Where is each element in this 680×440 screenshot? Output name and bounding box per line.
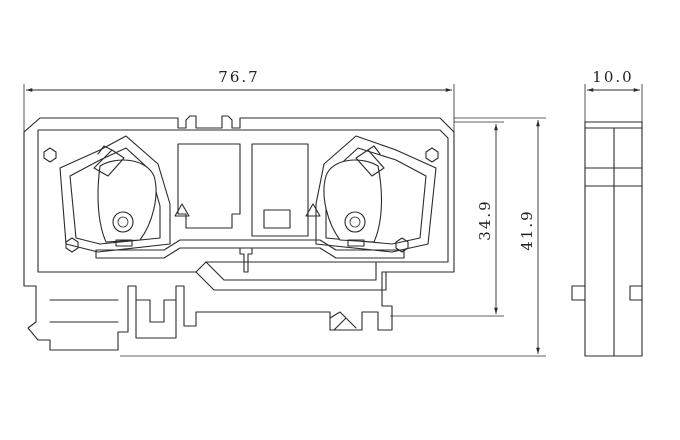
dimension-side-width: 10.0 (584, 68, 643, 122)
right-clamp-lever-tab (367, 145, 381, 155)
left-foot-detail (49, 299, 119, 323)
right-clamp-spring (323, 159, 382, 243)
hex-mark-top-left (43, 147, 57, 163)
side-view (571, 121, 643, 357)
center-test-point (239, 247, 253, 273)
dimension-total-height-label: 41.9 (518, 209, 536, 250)
busbar (95, 239, 405, 259)
hex-mark-bottom-right (395, 237, 409, 253)
hex-mark-top-right (425, 147, 439, 163)
hex-mark-bottom-left (65, 237, 79, 253)
side-left-latch (571, 285, 586, 301)
inner-frame (37, 129, 449, 273)
center-block (177, 143, 241, 229)
center-slot (251, 143, 309, 237)
left-clamp-cavity-inner (69, 147, 161, 245)
lower-groove-inner (205, 261, 377, 281)
center-window (263, 209, 291, 229)
lower-groove (195, 271, 387, 291)
left-clamp-lever-tab (97, 145, 113, 155)
right-triangle-mark (305, 203, 321, 217)
left-clamp-cavity (59, 135, 171, 253)
right-clamp-cavity (315, 135, 437, 253)
dimension-side-width-label: 10.0 (592, 68, 633, 86)
right-contact (347, 239, 365, 247)
left-screw-hole (112, 211, 134, 233)
dimension-width: 76.7 (23, 68, 455, 132)
dimension-inner-height: 34.9 (390, 121, 504, 317)
side-right-latch (629, 285, 643, 301)
right-screw-hole-inner (349, 216, 361, 228)
side-outline (584, 121, 643, 357)
left-clamp-lever (93, 149, 125, 177)
right-screw-hole (344, 211, 366, 233)
housing-outline (23, 115, 455, 351)
dimension-width-label: 76.7 (218, 68, 259, 86)
dimension-inner-height-label: 34.9 (476, 199, 494, 240)
right-clamp-lever (355, 149, 385, 177)
front-view (23, 115, 455, 351)
left-triangle-mark (174, 203, 190, 217)
center-foot-hook (135, 299, 177, 323)
right-foot-hook (329, 311, 357, 331)
left-screw-hole-inner (117, 216, 129, 228)
left-contact (115, 239, 133, 247)
dimension-total-height: 41.9 (120, 117, 546, 357)
